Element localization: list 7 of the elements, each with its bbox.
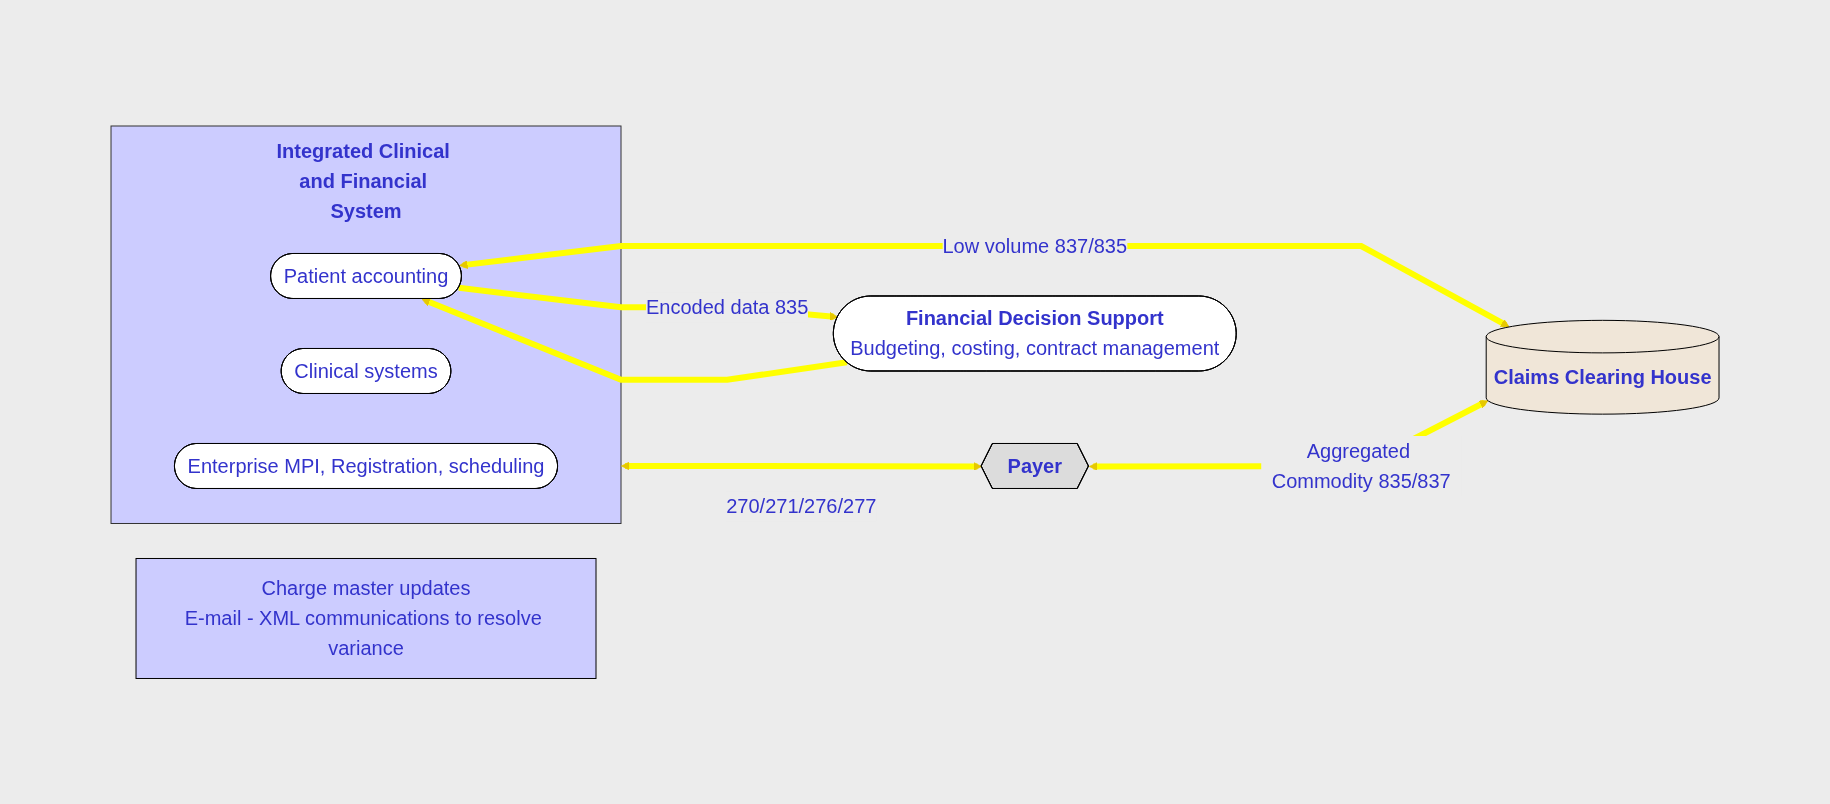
edge-label: Low volume 837/835 [942, 234, 1128, 257]
edge-label: 270/271/276/277 [726, 494, 877, 517]
node-box: Charge master updates E-mail - XML communications to resolve variance [135, 557, 597, 679]
edge-label: Aggregated Commodity 835/837 [1271, 439, 1451, 492]
arrow [620, 461, 982, 471]
arrow [421, 297, 848, 383]
edge-label: Encoded data 835 [645, 296, 809, 318]
